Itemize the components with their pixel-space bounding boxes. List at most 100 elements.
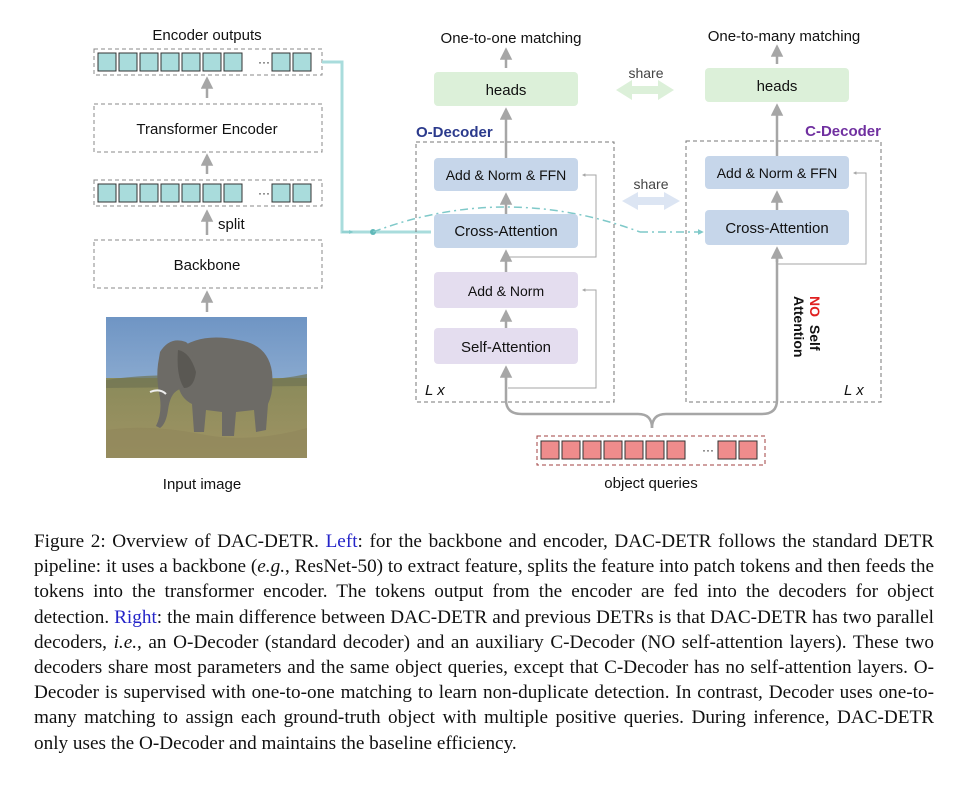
input-image [106,317,307,458]
object-queries-frame [536,435,766,466]
encoder-token [139,52,159,72]
self-label: Self [807,325,823,351]
attention-label: Attention [791,296,807,357]
caption-right-label: Right [114,606,157,628]
c-heads-label: heads [757,78,798,95]
query-token [717,440,737,460]
patch-tokens-frame [93,179,323,207]
patch-token [292,183,312,203]
c-add-norm-ffn-box [705,156,849,189]
caption-ie: i.e. [113,631,138,653]
patch-tokens-ellipsis: ··· [258,186,270,200]
caption-eg: e.g. [257,556,285,578]
query-token [666,440,686,460]
patch-token [118,183,138,203]
o-cross-attention-box [434,214,578,248]
c-cross-attention-box [705,210,849,245]
patch-token-row [97,183,312,203]
o-residual-ffn [508,173,597,258]
caption-figure-label: Figure 2: Overview of DAC-DETR. [34,531,326,552]
patch-token [139,183,159,203]
encoder-outputs-tokens: ··· [93,48,323,76]
c-decoder-frame [685,140,882,403]
c-cross-attention-label: Cross-Attention [725,220,828,237]
encoder-token [292,52,312,72]
patch-token [181,183,201,203]
token-row [97,52,312,72]
queries-to-o-decoder [504,370,654,429]
o-heads-label: heads [486,82,527,99]
o-add-norm-label: Add & Norm [468,283,544,299]
elephant-shape [156,337,273,436]
caption-part1: : for the backbone and encoder, DAC-DETR… [34,531,934,578]
no-self-attention-note: NO Self Attention [791,296,823,357]
query-token [624,440,644,460]
c-layers-label: L x [844,382,864,399]
queries-to-c-decoder [650,256,779,429]
encoder-token [118,52,138,72]
one-to-one-label: One-to-one matching [441,30,582,47]
o-residual-add-norm [508,288,597,389]
share-heads-label: share [628,65,663,81]
patch-token [97,183,117,203]
c-heads-box [705,68,849,102]
query-token [603,440,623,460]
split-label: split [218,216,246,233]
architecture-diagram: Encoder outputs ··· Transformer Encoder … [93,27,882,493]
encoder-outputs-label: Encoder outputs [152,27,261,44]
queries-ellipsis: ··· [702,443,714,457]
patch-token [271,183,291,203]
figure-caption: Figure 2: Overview of DAC-DETR. Left: fo… [34,529,934,756]
patch-token [202,183,222,203]
o-heads-box [434,72,578,106]
query-token [582,440,602,460]
encoder-to-c-decoder-dashed-curve [372,206,641,233]
query-token [561,440,581,460]
transformer-encoder-box [93,103,323,153]
encoder-token [181,52,201,72]
o-add-norm-ffn-box [434,158,578,191]
query-token [645,440,665,460]
share-heads-arrow: share [616,65,674,100]
patch-token [223,183,243,203]
input-image-label: Input image [163,476,241,493]
query-token [540,440,560,460]
o-cross-attention-label: Cross-Attention [454,223,557,240]
o-decoder-label: O-Decoder [416,124,493,141]
caption-part2: , ResNet-50) to extract feature, splits … [34,556,934,628]
share-decoder-arrow: share [622,176,680,210]
query-token-row [540,440,758,460]
patch-token [160,183,180,203]
encoder-to-cross-attention-line [322,60,431,234]
encoder-token [271,52,291,72]
o-add-norm-ffn-label: Add & Norm & FFN [446,167,567,183]
c-add-norm-ffn-label: Add & Norm & FFN [717,165,838,181]
o-decoder-frame [415,141,615,403]
caption-part3: : the main difference between DAC-DETR a… [34,606,934,653]
object-queries-label: object queries [604,475,697,492]
o-self-attention-label: Self-Attention [461,339,551,356]
encoder-token [97,52,117,72]
encoder-token [202,52,222,72]
tokens-ellipsis: ··· [258,55,270,69]
c-residual-ffn [777,171,867,265]
backbone-box [93,239,323,289]
query-token [738,440,758,460]
o-add-norm-box [434,272,578,308]
backbone-label: Backbone [174,257,241,274]
transformer-encoder-label: Transformer Encoder [136,121,277,138]
svg-text:NO Self: NO Self [807,296,823,351]
caption-part4: , an O-Decoder (standard decoder) and an… [34,631,935,754]
encoder-token [160,52,180,72]
share-decoder-label: share [633,176,668,192]
encoder-token [223,52,243,72]
patch-tokens: ··· [93,179,323,207]
o-layers-label: L x [425,382,445,399]
dac-detr-figure: Encoder outputs ··· Transformer Encoder … [93,27,882,493]
no-label: NO [807,296,823,317]
object-queries: ··· [536,435,766,466]
o-self-attention-box [434,328,578,364]
c-decoder-label: C-Decoder [805,123,881,140]
caption-left-label: Left [325,531,358,552]
one-to-many-label: One-to-many matching [708,28,861,45]
